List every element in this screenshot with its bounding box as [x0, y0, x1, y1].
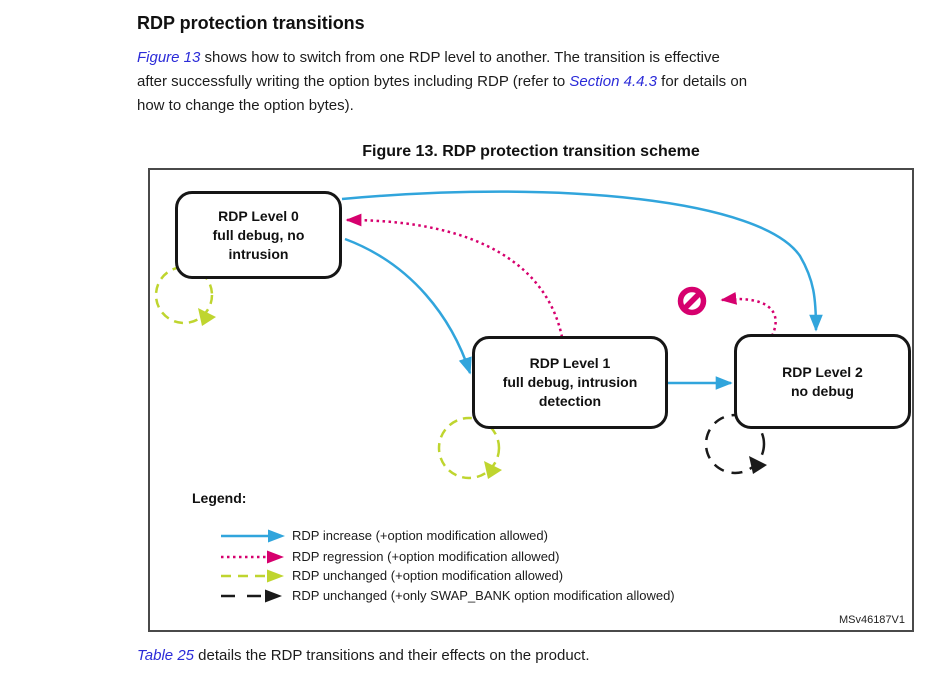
figure-watermark: MSv46187V1	[838, 614, 905, 626]
table-25-link[interactable]: Table 25	[137, 647, 194, 664]
loop-unchanged-level1	[437, 416, 501, 480]
outro-text: details the RDP transitions and their ef…	[194, 647, 590, 664]
state-box-rdp-level-1: RDP Level 1 full debug, intrusion detect…	[472, 336, 668, 429]
state-box-title: RDP Level 0	[218, 207, 299, 224]
page-title: RDP protection transitions	[137, 13, 365, 33]
legend-item-rdp-unchanged-swap: RDP unchanged (+only SWAP_BANK option mo…	[220, 587, 675, 604]
figure-caption: Figure 13. RDP protection transition sch…	[362, 143, 700, 160]
state-box-rdp-level-2: RDP Level 2 no debug	[734, 334, 911, 429]
state-box-desc: full debug, no	[212, 226, 305, 243]
section-4-4-3-link[interactable]: Section 4.4.3	[569, 73, 657, 90]
figure-13-link[interactable]: Figure 13	[137, 49, 201, 66]
arrow-increase-level0-to-level1	[344, 237, 472, 375]
arrow-regression-level1-to-level0	[345, 213, 564, 338]
legend-item-rdp-unchanged: RDP unchanged (+option modification allo…	[220, 567, 563, 584]
outro-paragraph: Table 25 details the RDP transitions and…	[137, 645, 897, 667]
no-entry-icon	[677, 286, 707, 316]
legend-arrow-increase-icon	[221, 529, 285, 542]
state-box-desc: full debug, intrusion	[502, 374, 638, 390]
legend-item-rdp-increase: RDP increase (+option modification allow…	[220, 527, 548, 544]
loop-unchanged-level0	[154, 265, 214, 325]
legend-arrow-unchanged-swap-icon	[221, 589, 282, 602]
intro-text-a: shows how to switch from one RDP level t…	[137, 49, 720, 90]
legend-item-label: RDP unchanged (+only SWAP_BANK option mo…	[292, 588, 675, 603]
state-box-desc: detection	[538, 393, 602, 409]
legend-arrow-unchanged-icon	[221, 569, 284, 582]
diagram-canvas	[154, 190, 823, 480]
legend-arrow-regression-icon	[221, 550, 284, 563]
state-box-desc: intrusion	[228, 245, 289, 262]
loop-unchanged-level1-arrowhead-icon	[484, 461, 502, 479]
loop-swap-bank-level2-arrowhead-icon	[749, 456, 767, 474]
arrow-regression-level2-blocked	[720, 292, 777, 337]
legend-item-label: RDP unchanged (+option modification allo…	[292, 568, 564, 583]
state-box-title: RDP Level 1	[529, 355, 611, 371]
intro-text-b: for details on how to change the option …	[137, 73, 748, 114]
state-box-title: RDP Level 2	[782, 363, 863, 380]
legend-title: Legend:	[192, 490, 247, 506]
loop-unchanged-level0-arrowhead-icon	[198, 308, 216, 326]
state-box-desc: no debug	[791, 382, 854, 399]
legend-item-label: RDP regression (+option modification all…	[292, 549, 560, 564]
intro-paragraph: Figure 13 shows how to switch from one R…	[137, 46, 877, 118]
legend-item-rdp-regression: RDP regression (+option modification all…	[220, 548, 559, 565]
legend-item-label: RDP increase (+option modification allow…	[292, 528, 548, 543]
state-box-rdp-level-0: RDP Level 0 full debug, no intrusion	[175, 191, 342, 279]
arrow-increase-level0-to-level2	[341, 190, 823, 332]
figure-13-diagram: RDP Level 0 full debug, no intrusion RDP…	[148, 168, 914, 632]
